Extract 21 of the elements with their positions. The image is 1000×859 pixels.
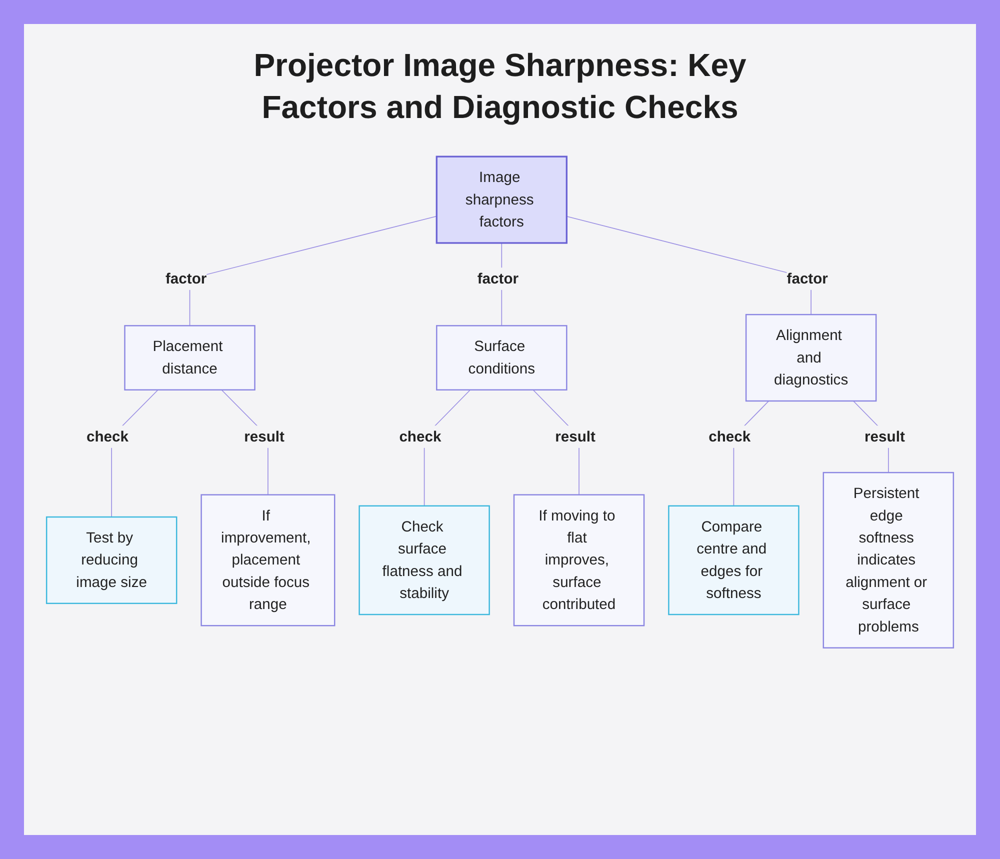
edge-label: check — [708, 428, 751, 445]
edge-label: check — [86, 428, 128, 445]
node-box: Compare centre and edges for softness — [668, 505, 800, 616]
connector — [189, 216, 438, 326]
node-box: Check surface flatness and stability — [358, 505, 490, 616]
edge-label: factor — [786, 270, 828, 287]
node-box: Persistent edge softness indicates alignment or surface problems — [822, 472, 954, 648]
edge-label: result — [864, 428, 905, 445]
node-box: Alignment and diagnostics — [745, 314, 877, 402]
edge-label: result — [555, 428, 596, 445]
node-box: If moving to flat improves, surface contributed — [513, 494, 645, 626]
node-box: If improvement, placement outside focus range — [200, 494, 336, 626]
title: Projector Image Sharpness: Key Factors and Diagnostic Checks — [252, 46, 748, 127]
node-box: Image sharpness factors — [436, 156, 568, 244]
node-box: Surface conditions — [436, 325, 568, 390]
node-box: Test by reducing image size — [46, 516, 178, 604]
edge-label: factor — [165, 270, 207, 287]
node-box: Placement distance — [124, 325, 256, 390]
edge-label: result — [244, 428, 284, 445]
edge-label: check — [399, 428, 442, 445]
edge-label: factor — [477, 270, 519, 287]
